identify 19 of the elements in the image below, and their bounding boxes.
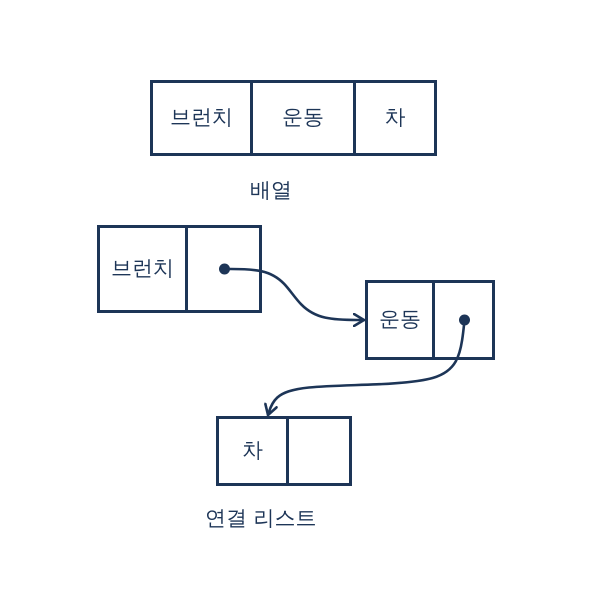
cell-label: 운동: [282, 105, 324, 131]
pointer-cell: [185, 225, 262, 313]
pointer-arrow: [219, 264, 366, 328]
array-cell: [353, 80, 437, 156]
cell-label: 운동: [379, 307, 421, 333]
array-cell: [150, 80, 253, 156]
pointer-cell: [432, 280, 495, 360]
cell-label: 차: [242, 438, 263, 464]
data-cell: [97, 225, 188, 313]
caption: 배열: [250, 178, 292, 204]
data-cell: [365, 280, 435, 360]
data-cell: [216, 416, 289, 486]
cell-label: 브런치: [170, 105, 233, 131]
caption: 연결 리스트: [205, 506, 317, 532]
array-cell: [250, 80, 356, 156]
pointer-cell: [286, 416, 352, 486]
cell-label: 브런치: [111, 256, 174, 282]
pointer-arrow: [264, 314, 470, 416]
cell-label: 차: [384, 105, 406, 131]
